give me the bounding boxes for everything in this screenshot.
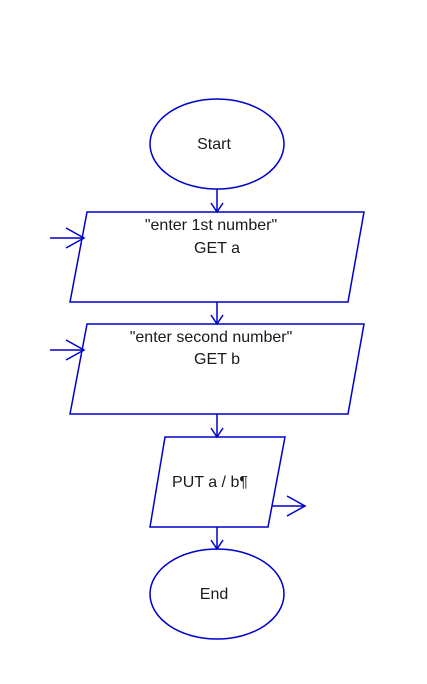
input-b-prompt: "enter second number" xyxy=(130,329,293,346)
end-node[interactable]: End xyxy=(149,548,285,640)
input-a-node[interactable]: "enter 1st number" GET a xyxy=(69,211,365,303)
start-label: Start xyxy=(197,136,231,153)
connector-output-to-end xyxy=(210,527,224,551)
input-a-arrow xyxy=(50,227,86,249)
connector-input-b-to-output xyxy=(210,414,224,439)
output-node[interactable]: PUT a / b¶ xyxy=(149,436,286,528)
output-label: PUT a / b¶ xyxy=(172,474,248,491)
input-a-get: GET a xyxy=(194,240,240,257)
connector-start-to-input-a xyxy=(210,189,224,214)
input-b-get: GET b xyxy=(194,351,240,368)
connector-input-a-to-input-b xyxy=(210,302,224,326)
output-arrow xyxy=(272,495,307,517)
end-label: End xyxy=(200,586,228,603)
input-b-node[interactable]: "enter second number" GET b xyxy=(69,323,365,415)
start-node[interactable]: Start xyxy=(149,98,285,190)
input-a-prompt: "enter 1st number" xyxy=(145,217,277,234)
input-b-arrow xyxy=(50,339,86,361)
